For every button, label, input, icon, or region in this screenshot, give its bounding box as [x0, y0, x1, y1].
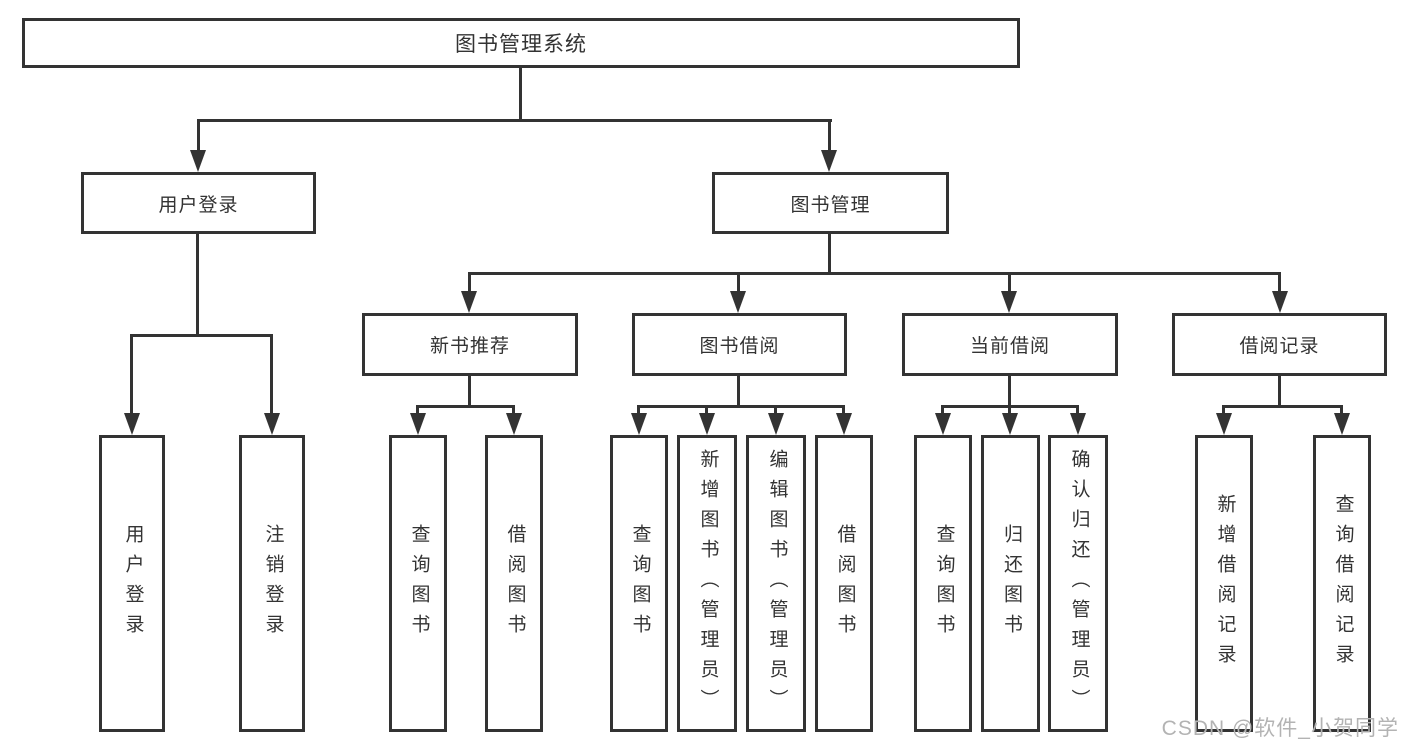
- connector-line: [197, 119, 832, 122]
- connector-line: [468, 376, 471, 408]
- arrowhead: [190, 150, 206, 172]
- arrowhead: [699, 413, 715, 435]
- connector-line: [270, 334, 273, 414]
- connector-line: [828, 119, 831, 152]
- connector-line: [705, 405, 708, 415]
- connector-line: [1278, 272, 1281, 292]
- connector-line: [1008, 272, 1011, 292]
- leaf-label: 用户登录: [122, 523, 144, 644]
- connector-line: [1340, 405, 1343, 415]
- connector-line: [828, 234, 831, 275]
- arrowhead: [730, 291, 746, 313]
- connector-line: [1222, 405, 1343, 408]
- leaf-query-book-3: 查询图书: [914, 435, 972, 732]
- leaf-add-book-admin: 新增图书（管理员）: [677, 435, 737, 732]
- arrowhead: [1272, 291, 1288, 313]
- arrowhead: [935, 413, 951, 435]
- leaf-query-book-2: 查询图书: [610, 435, 668, 732]
- leaf-label: 借阅图书: [834, 523, 856, 644]
- leaf-label: 借阅图书: [504, 523, 526, 644]
- arrowhead: [410, 413, 426, 435]
- node-library-management-system: 图书管理系统: [22, 18, 1020, 68]
- arrowhead: [1216, 413, 1232, 435]
- arrowhead: [461, 291, 477, 313]
- connector-line: [941, 405, 944, 415]
- arrowhead: [836, 413, 852, 435]
- leaf-label: 新增借阅记录: [1214, 493, 1236, 674]
- arrowhead: [124, 413, 140, 435]
- connector-line: [512, 405, 515, 415]
- leaf-borrow-book-2: 借阅图书: [815, 435, 873, 732]
- leaf-user-login: 用户登录: [99, 435, 165, 732]
- arrowhead: [1070, 413, 1086, 435]
- connector-line: [416, 405, 419, 415]
- arrowhead: [1001, 291, 1017, 313]
- arrowhead: [264, 413, 280, 435]
- connector-line: [131, 334, 273, 337]
- connector-line: [1008, 376, 1011, 408]
- leaf-label: 注销登录: [262, 523, 284, 644]
- node-user-login: 用户登录: [81, 172, 316, 234]
- leaf-label: 归还图书: [1000, 523, 1022, 644]
- leaf-edit-book-admin: 编辑图书（管理员）: [746, 435, 806, 732]
- arrowhead: [768, 413, 784, 435]
- leaf-label: 查询借阅记录: [1332, 493, 1354, 674]
- connector-line: [774, 405, 777, 415]
- connector-line: [468, 272, 471, 292]
- arrowhead: [1002, 413, 1018, 435]
- connector-line: [468, 272, 1281, 275]
- node-new-book-recommend: 新书推荐: [362, 313, 578, 376]
- leaf-label: 查询图书: [408, 523, 430, 644]
- connector-line: [842, 405, 845, 415]
- leaf-return-book: 归还图书: [981, 435, 1040, 732]
- arrowhead: [821, 150, 837, 172]
- arrowhead: [1334, 413, 1350, 435]
- csdn-watermark: CSDN @软件_小贺同学: [1161, 717, 1399, 740]
- node-current-borrowing: 当前借阅: [902, 313, 1118, 376]
- leaf-label: 编辑图书（管理员）: [766, 448, 788, 719]
- leaf-borrow-book-1: 借阅图书: [485, 435, 543, 732]
- leaf-query-book-1: 查询图书: [389, 435, 447, 732]
- connector-line: [1222, 405, 1225, 415]
- connector-line: [519, 68, 522, 121]
- leaf-label: 确认归还（管理员）: [1068, 448, 1090, 719]
- connector-line: [197, 119, 200, 152]
- connector-line: [737, 272, 740, 292]
- connector-line: [196, 234, 199, 337]
- connector-line: [637, 405, 640, 415]
- leaf-add-borrow-record: 新增借阅记录: [1195, 435, 1253, 732]
- leaf-label: 新增图书（管理员）: [697, 448, 719, 719]
- leaf-logout: 注销登录: [239, 435, 305, 732]
- connector-line: [416, 405, 515, 408]
- leaf-label: 查询图书: [629, 523, 651, 644]
- leaf-label: 查询图书: [933, 523, 955, 644]
- node-book-borrowing: 图书借阅: [632, 313, 847, 376]
- node-borrowing-records: 借阅记录: [1172, 313, 1387, 376]
- arrowhead: [631, 413, 647, 435]
- connector-line: [637, 405, 845, 408]
- connector-line: [737, 376, 740, 408]
- connector-line: [1076, 405, 1079, 415]
- leaf-query-borrow-record: 查询借阅记录: [1313, 435, 1371, 732]
- arrowhead: [506, 413, 522, 435]
- connector-line: [1278, 376, 1281, 408]
- leaf-confirm-return-admin: 确认归还（管理员）: [1048, 435, 1108, 732]
- node-book-management: 图书管理: [712, 172, 949, 234]
- connector-line: [130, 334, 133, 414]
- connector-line: [1008, 405, 1011, 415]
